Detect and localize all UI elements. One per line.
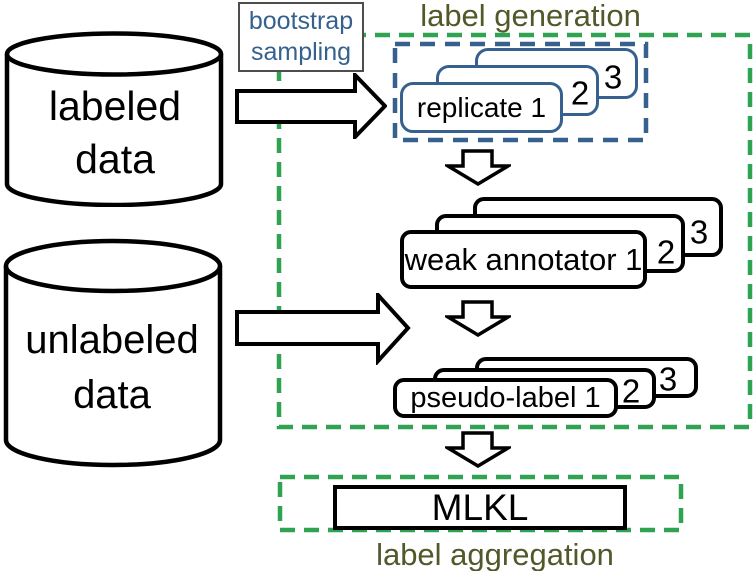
- weak-annotator-card-2-number: 2: [656, 233, 676, 271]
- label-aggregation-region-border: [277, 474, 684, 533]
- unlabeled-data-line1: unlabeled: [25, 318, 199, 362]
- weak-annotator-card-label: weak annotator 1: [404, 242, 643, 277]
- database-cylinder-icon-labeled: [4, 31, 224, 207]
- pseudo-label-card-label: pseudo-label 1: [410, 381, 601, 414]
- pseudo-label-card-1: pseudo-label 1: [393, 378, 618, 418]
- down-arrow-icon-replicate-to-annotator: [445, 149, 511, 186]
- mlkl-label: MLKL: [431, 486, 529, 528]
- replicate-card-2-number: 2: [570, 74, 590, 112]
- labeled-data-label: labeled data: [10, 80, 220, 186]
- replicate-card-3-number: 3: [603, 58, 623, 96]
- pseudo-label-card-2-number: 2: [621, 372, 641, 410]
- bootstrap-sampling-line2: sampling: [250, 38, 352, 66]
- label-generation-title: label generation: [420, 0, 641, 33]
- replicate-card-label: replicate 1: [416, 91, 547, 123]
- down-arrow-icon-annotator-to-pseudo: [445, 300, 511, 337]
- labeled-data-line1: labeled: [48, 83, 182, 129]
- labeled-data-line2: data: [75, 136, 155, 182]
- label-aggregation-title: label aggregation: [376, 537, 614, 571]
- right-arrow-icon-labeled-to-replicate: [235, 73, 387, 139]
- mlkl-box: MLKL: [333, 485, 627, 530]
- weak-annotator-card-3-number: 3: [689, 213, 709, 251]
- weak-annotator-card-1: weak annotator 1: [400, 230, 647, 289]
- pseudo-label-card-3-number: 3: [658, 360, 678, 398]
- unlabeled-data-line2: data: [73, 373, 151, 417]
- down-arrow-icon-pseudo-to-mlkl: [445, 431, 511, 468]
- right-arrow-icon-unlabeled-to-pseudo: [235, 293, 411, 365]
- unlabeled-data-label: unlabeled data: [6, 313, 218, 423]
- bootstrap-sampling-box: bootstrap sampling: [238, 2, 364, 72]
- database-cylinder-icon-unlabeled: [3, 238, 223, 468]
- replicate-card-1: replicate 1: [400, 82, 563, 133]
- replicate-group-border: [392, 41, 649, 143]
- bootstrap-sampling-line1: bootstrap: [248, 7, 354, 35]
